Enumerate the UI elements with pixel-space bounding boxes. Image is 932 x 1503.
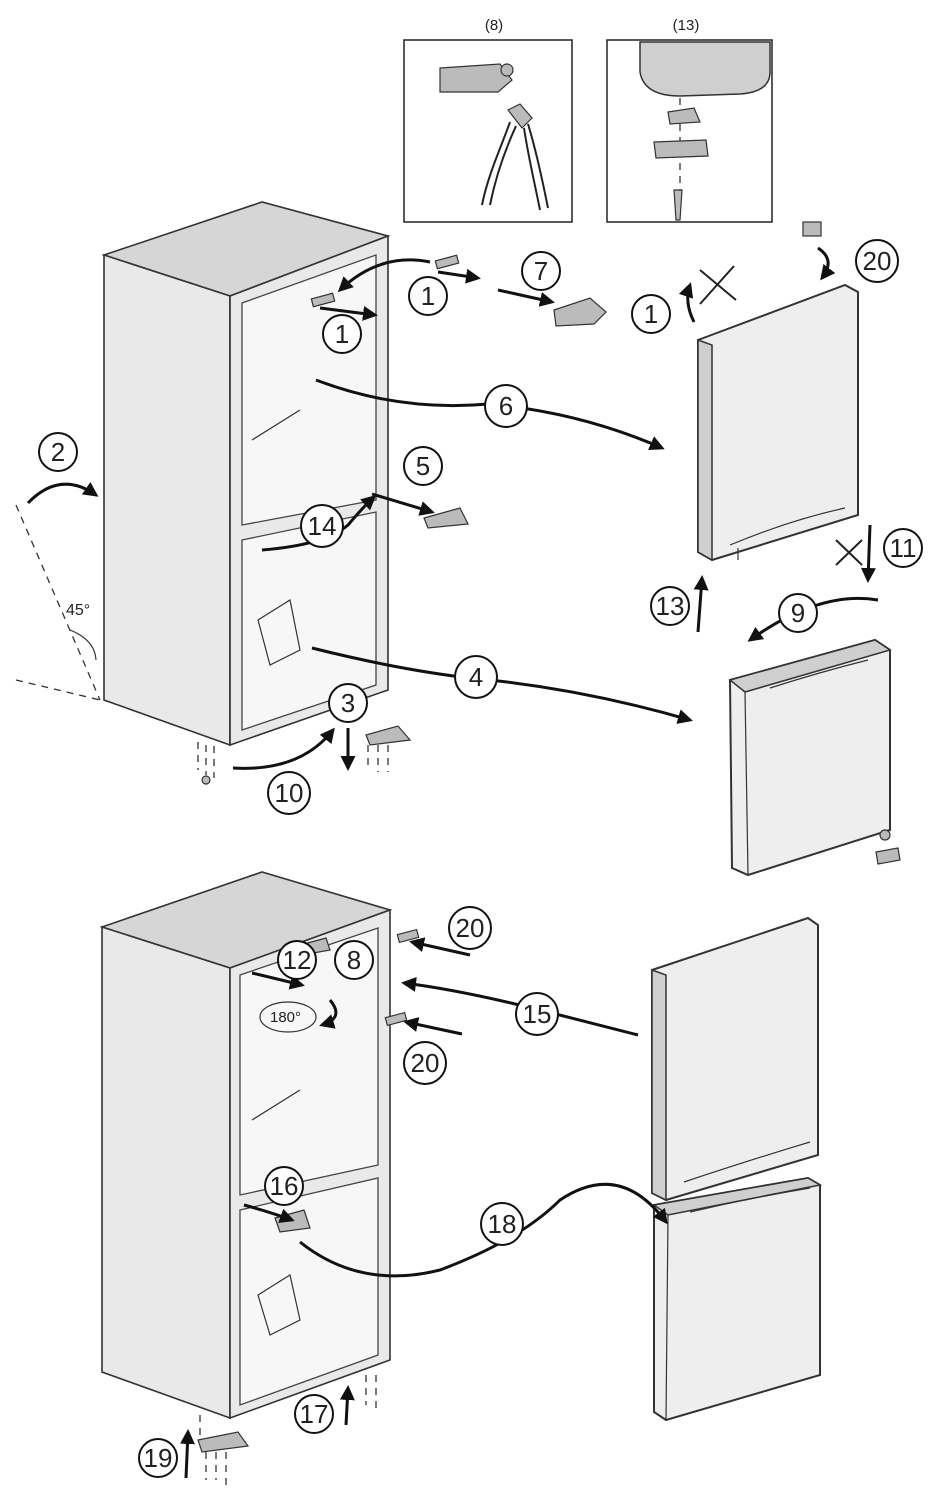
upper-door [697, 221, 859, 562]
svg-text:19: 19 [144, 1443, 173, 1473]
fridge-cabinet-top [101, 201, 391, 785]
detail-box-13: (13) [606, 17, 773, 223]
callout-12: 12 [277, 940, 317, 980]
svg-text:5: 5 [416, 451, 430, 481]
svg-text:16: 16 [270, 1171, 299, 1201]
callout-3: 3 [328, 683, 368, 723]
svg-text:7: 7 [534, 256, 548, 286]
svg-text:20: 20 [863, 246, 892, 276]
svg-text:14: 14 [308, 511, 337, 541]
callouts-bottom: 12 8 20 15 20 16 17 18 19 [138, 906, 559, 1478]
callout-14: 14 [300, 504, 344, 548]
fridge-cabinet-bottom [99, 871, 393, 1488]
callout-5: 5 [403, 446, 443, 486]
callout-1-a: 1 [408, 276, 448, 316]
rotation-label: 180° [270, 1009, 301, 1026]
callout-15: 15 [515, 992, 559, 1036]
callouts-top: 1 1 1 1 2 3 4 5 6 7 9 10 11 13 14 20 [38, 239, 923, 815]
svg-text:11: 11 [890, 533, 917, 563]
svg-text:4: 4 [469, 662, 483, 692]
lower-door [728, 638, 901, 877]
svg-text:6: 6 [499, 391, 513, 421]
assembled-lower-door [652, 1176, 823, 1422]
callout-2: 2 [38, 432, 78, 472]
callout-20-a: 20 [855, 239, 899, 283]
svg-text:8: 8 [347, 945, 361, 975]
callout-8: 8 [334, 940, 374, 980]
callout-20-c: 20 [403, 1041, 447, 1085]
detail-label-13: (13) [673, 17, 700, 34]
svg-text:17: 17 [300, 1399, 329, 1429]
tilt-guide-lines: 45° [15, 504, 101, 701]
svg-text:9: 9 [791, 598, 805, 628]
svg-text:20: 20 [456, 913, 485, 943]
svg-text:10: 10 [275, 778, 304, 808]
svg-text:1: 1 [644, 299, 658, 329]
svg-text:1: 1 [335, 319, 349, 349]
callout-10: 10 [267, 771, 311, 815]
detail-box-8: (8) [403, 17, 573, 223]
callout-17: 17 [294, 1394, 334, 1434]
svg-text:13: 13 [656, 591, 685, 621]
callout-6: 6 [484, 384, 528, 428]
callout-1-c: 1 [631, 294, 671, 334]
svg-text:20: 20 [411, 1048, 440, 1078]
svg-text:12: 12 [283, 945, 312, 975]
callout-7: 7 [521, 251, 561, 291]
callout-16: 16 [264, 1166, 304, 1206]
callout-1-b: 1 [322, 314, 362, 354]
callout-20-b: 20 [448, 906, 492, 950]
svg-text:1: 1 [421, 281, 435, 311]
callout-18: 18 [480, 1202, 524, 1246]
callout-11: 11 [883, 528, 923, 568]
callout-13: 13 [650, 586, 690, 626]
callout-19: 19 [138, 1438, 178, 1478]
assembled-upper-door [651, 916, 819, 1202]
callout-4: 4 [454, 655, 498, 699]
detail-label-8: (8) [485, 17, 503, 34]
angle-label: 45° [66, 602, 90, 619]
svg-text:18: 18 [488, 1209, 517, 1239]
svg-text:3: 3 [341, 688, 355, 718]
svg-text:15: 15 [523, 999, 552, 1029]
svg-text:2: 2 [51, 437, 65, 467]
callout-9: 9 [778, 593, 818, 633]
